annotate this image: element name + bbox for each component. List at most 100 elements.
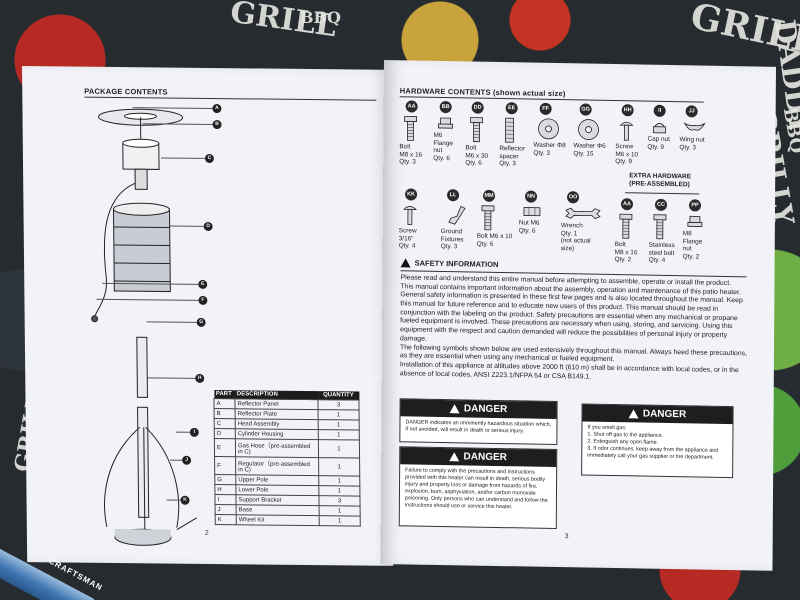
danger-text: Failure to comply with the precautions a… — [404, 467, 548, 511]
callout-D: D — [169, 221, 213, 232]
ground-fixture-icon — [441, 204, 485, 227]
extra-rule — [625, 192, 700, 195]
callout-K: K — [166, 495, 190, 505]
hardware-item-mm: MM Bolt M6 x 10 Qty. 6 — [476, 189, 521, 249]
part-code: I — [214, 494, 237, 505]
callout-J: J — [170, 455, 192, 465]
warning-triangle-icon — [449, 404, 460, 414]
part-description: Regulator（pre-assembled in C) — [235, 456, 319, 476]
flange-nut-icon — [434, 116, 478, 131]
part-code: K — [215, 514, 237, 525]
warning-triangle-icon — [449, 452, 460, 462]
part-code: D — [214, 428, 236, 439]
callout-A: A — [132, 103, 222, 114]
hardware-code-badge: II — [653, 104, 666, 117]
callout-H: H — [147, 373, 205, 383]
part-quantity: 1 — [318, 429, 360, 441]
part-quantity: 3 — [318, 495, 361, 507]
hardware-code-badge: HH — [621, 104, 634, 117]
bolt-icon — [649, 214, 693, 241]
right-page: HARDWARE CONTENTS (shown actual size) AA… — [380, 60, 776, 571]
part-quantity: 3 — [317, 399, 360, 411]
hardware-label: Screw 3/16" Qty. 4 — [398, 227, 417, 250]
safety-paragraph: This manual contains important informati… — [400, 282, 743, 343]
page-number-right: 3 — [564, 533, 569, 541]
hardware-code-badge: GG — [579, 103, 592, 116]
danger-box-2: DANGER Failure to comply with the precau… — [398, 446, 558, 530]
bolt-icon — [615, 213, 659, 240]
hardware-code-badge: PP — [688, 199, 702, 212]
part-code: A — [213, 398, 236, 409]
hardware-item-pp: PP M8 Flange nut Qty. 2 — [683, 199, 727, 262]
danger-text: DANGER indicates an imminently hazardous… — [405, 419, 552, 435]
callout-E: E — [102, 279, 208, 289]
hardware-code-badge: DD — [471, 101, 484, 114]
part-code: B — [214, 408, 236, 419]
danger-text: If you smell gas: 1. Shut off gas to the… — [587, 424, 719, 461]
extra-hardware-title: EXTRA HARDWARE (PRE-ASSEMBLED) — [629, 172, 692, 189]
part-quantity: 1 — [319, 505, 361, 517]
hardware-label: Wrench Qty. 1 (not actual size) — [560, 222, 591, 253]
hardware-code-badge: AA — [405, 100, 418, 113]
hardware-code-badge: FF — [539, 102, 552, 115]
left-page: PACKAGE CONTENTS — [22, 66, 394, 566]
hardware-code-badge: MM — [483, 189, 496, 202]
callout-G: G — [146, 317, 206, 327]
package-contents-title: PACKAGE CONTENTS — [84, 86, 168, 97]
hardware-code-badge: AA — [620, 198, 634, 211]
hardware-code-badge: EE — [505, 102, 518, 115]
part-code: G — [214, 474, 236, 485]
hardware-label: M8 Flange nut Qty. 2 — [682, 230, 703, 261]
part-code: C — [214, 418, 236, 429]
hardware-code-badge: CC — [654, 198, 668, 211]
washer-icon — [533, 118, 577, 141]
warning-triangle-icon — [400, 258, 411, 268]
callout-I: I — [175, 427, 199, 437]
hardware-code-badge: KK — [405, 188, 418, 201]
hardware-label: Bolt M6 x 10 Qty. 6 — [476, 232, 513, 248]
danger-box-3: DANGER If you smell gas: 1. Shut off gas… — [581, 403, 734, 479]
flange-nut-icon — [683, 214, 727, 229]
hardware-label: Washer Φ8 Qty. 3 — [533, 141, 566, 157]
hardware-item-kk: KK Screw 3/16" Qty. 4 — [399, 188, 443, 251]
cloth-word: BBQ — [300, 8, 341, 27]
part-code: J — [215, 504, 237, 515]
col-part: PART — [213, 390, 235, 399]
bolt-icon — [465, 116, 509, 143]
bolt-icon — [477, 205, 521, 232]
page-number-left: 2 — [204, 529, 209, 537]
part-quantity: 1 — [318, 475, 360, 487]
bolt-icon — [399, 115, 443, 142]
callout-B: B — [142, 119, 222, 130]
part-description: Gas Hose（pre-assembled in C) — [235, 438, 319, 458]
cap-nut-icon — [648, 120, 692, 135]
screw-icon — [399, 203, 443, 226]
wrench-icon — [561, 206, 605, 221]
part-quantity: 1 — [318, 409, 360, 421]
part-code: H — [214, 484, 236, 495]
wing-nut-icon — [680, 120, 724, 135]
safety-body: Please read and understand this entire m… — [400, 274, 751, 384]
danger-box-1: DANGER DANGER indicates an imminently ha… — [399, 398, 558, 446]
hardware-label: Washer Φ6 Qty. 15 — [573, 142, 606, 158]
hardware-code-badge: BB — [439, 100, 452, 114]
